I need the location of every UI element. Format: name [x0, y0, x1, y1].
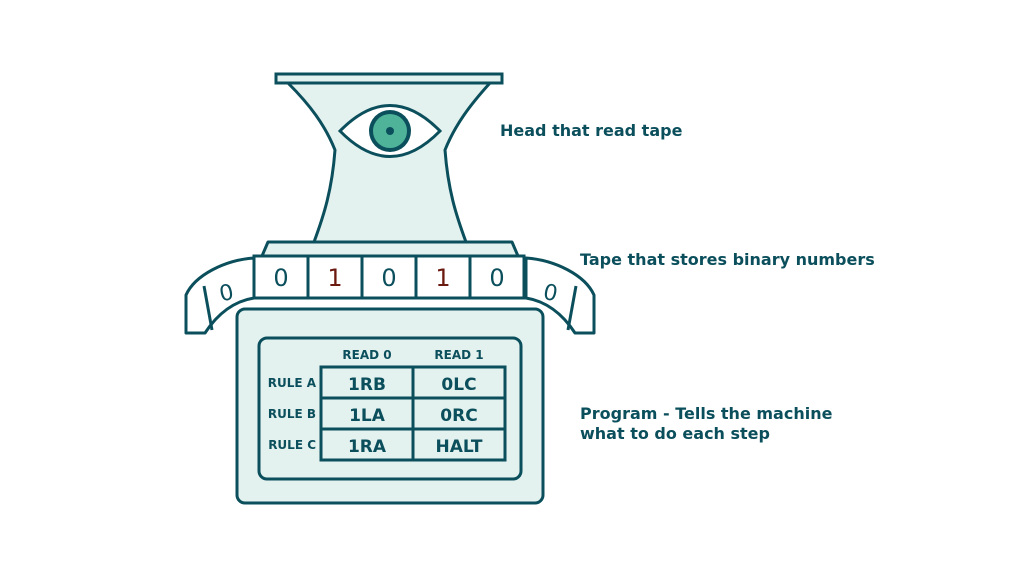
program-callout-line-2: what to do each step: [580, 424, 770, 443]
rule-label-b: RULE B: [268, 407, 316, 421]
rule-b-read0: 1LA: [349, 406, 386, 426]
tape-side-right: [524, 256, 596, 335]
rule-label-a: RULE A: [268, 376, 317, 390]
head-callout-label: Head that read tape: [500, 121, 683, 140]
tape-callout-label: Tape that stores binary numbers: [580, 250, 875, 269]
tape-cell-digit: 0: [381, 264, 396, 292]
tape-cell-digit: 0: [489, 264, 504, 292]
program-table: READ 0 READ 1 RULE A 1RB 0LC RULE B 1LA …: [268, 348, 507, 462]
rule-label-c: RULE C: [268, 438, 316, 452]
tape-side-digit-right: 0: [541, 280, 560, 307]
rule-b-read1: 0RC: [440, 406, 477, 426]
rule-a-read1: 0LC: [441, 375, 476, 395]
tape-cell-digit: 0: [273, 264, 288, 292]
tape-cell: [468, 254, 526, 300]
tape-cell-digit: 1: [327, 264, 342, 292]
tape-side-digit-left: 0: [217, 280, 236, 307]
program-callout-label: Program - Tells the machine what to do e…: [580, 404, 832, 444]
tape-front: 0 1 0 1 0: [252, 254, 526, 300]
tape-cell: [360, 254, 418, 300]
column-header-read1: READ 1: [434, 348, 483, 362]
column-header-read0: READ 0: [342, 348, 391, 362]
tape-cell: [252, 254, 310, 300]
rule-c-read1: HALT: [436, 437, 483, 457]
tape-cell-digit: 1: [435, 264, 450, 292]
rule-c-read0: 1RA: [348, 437, 387, 457]
eye-icon: [337, 104, 443, 158]
rule-a-read0: 1RB: [348, 375, 386, 395]
tape-backing: [260, 240, 520, 258]
program-callout-line-1: Program - Tells the machine: [580, 404, 833, 423]
